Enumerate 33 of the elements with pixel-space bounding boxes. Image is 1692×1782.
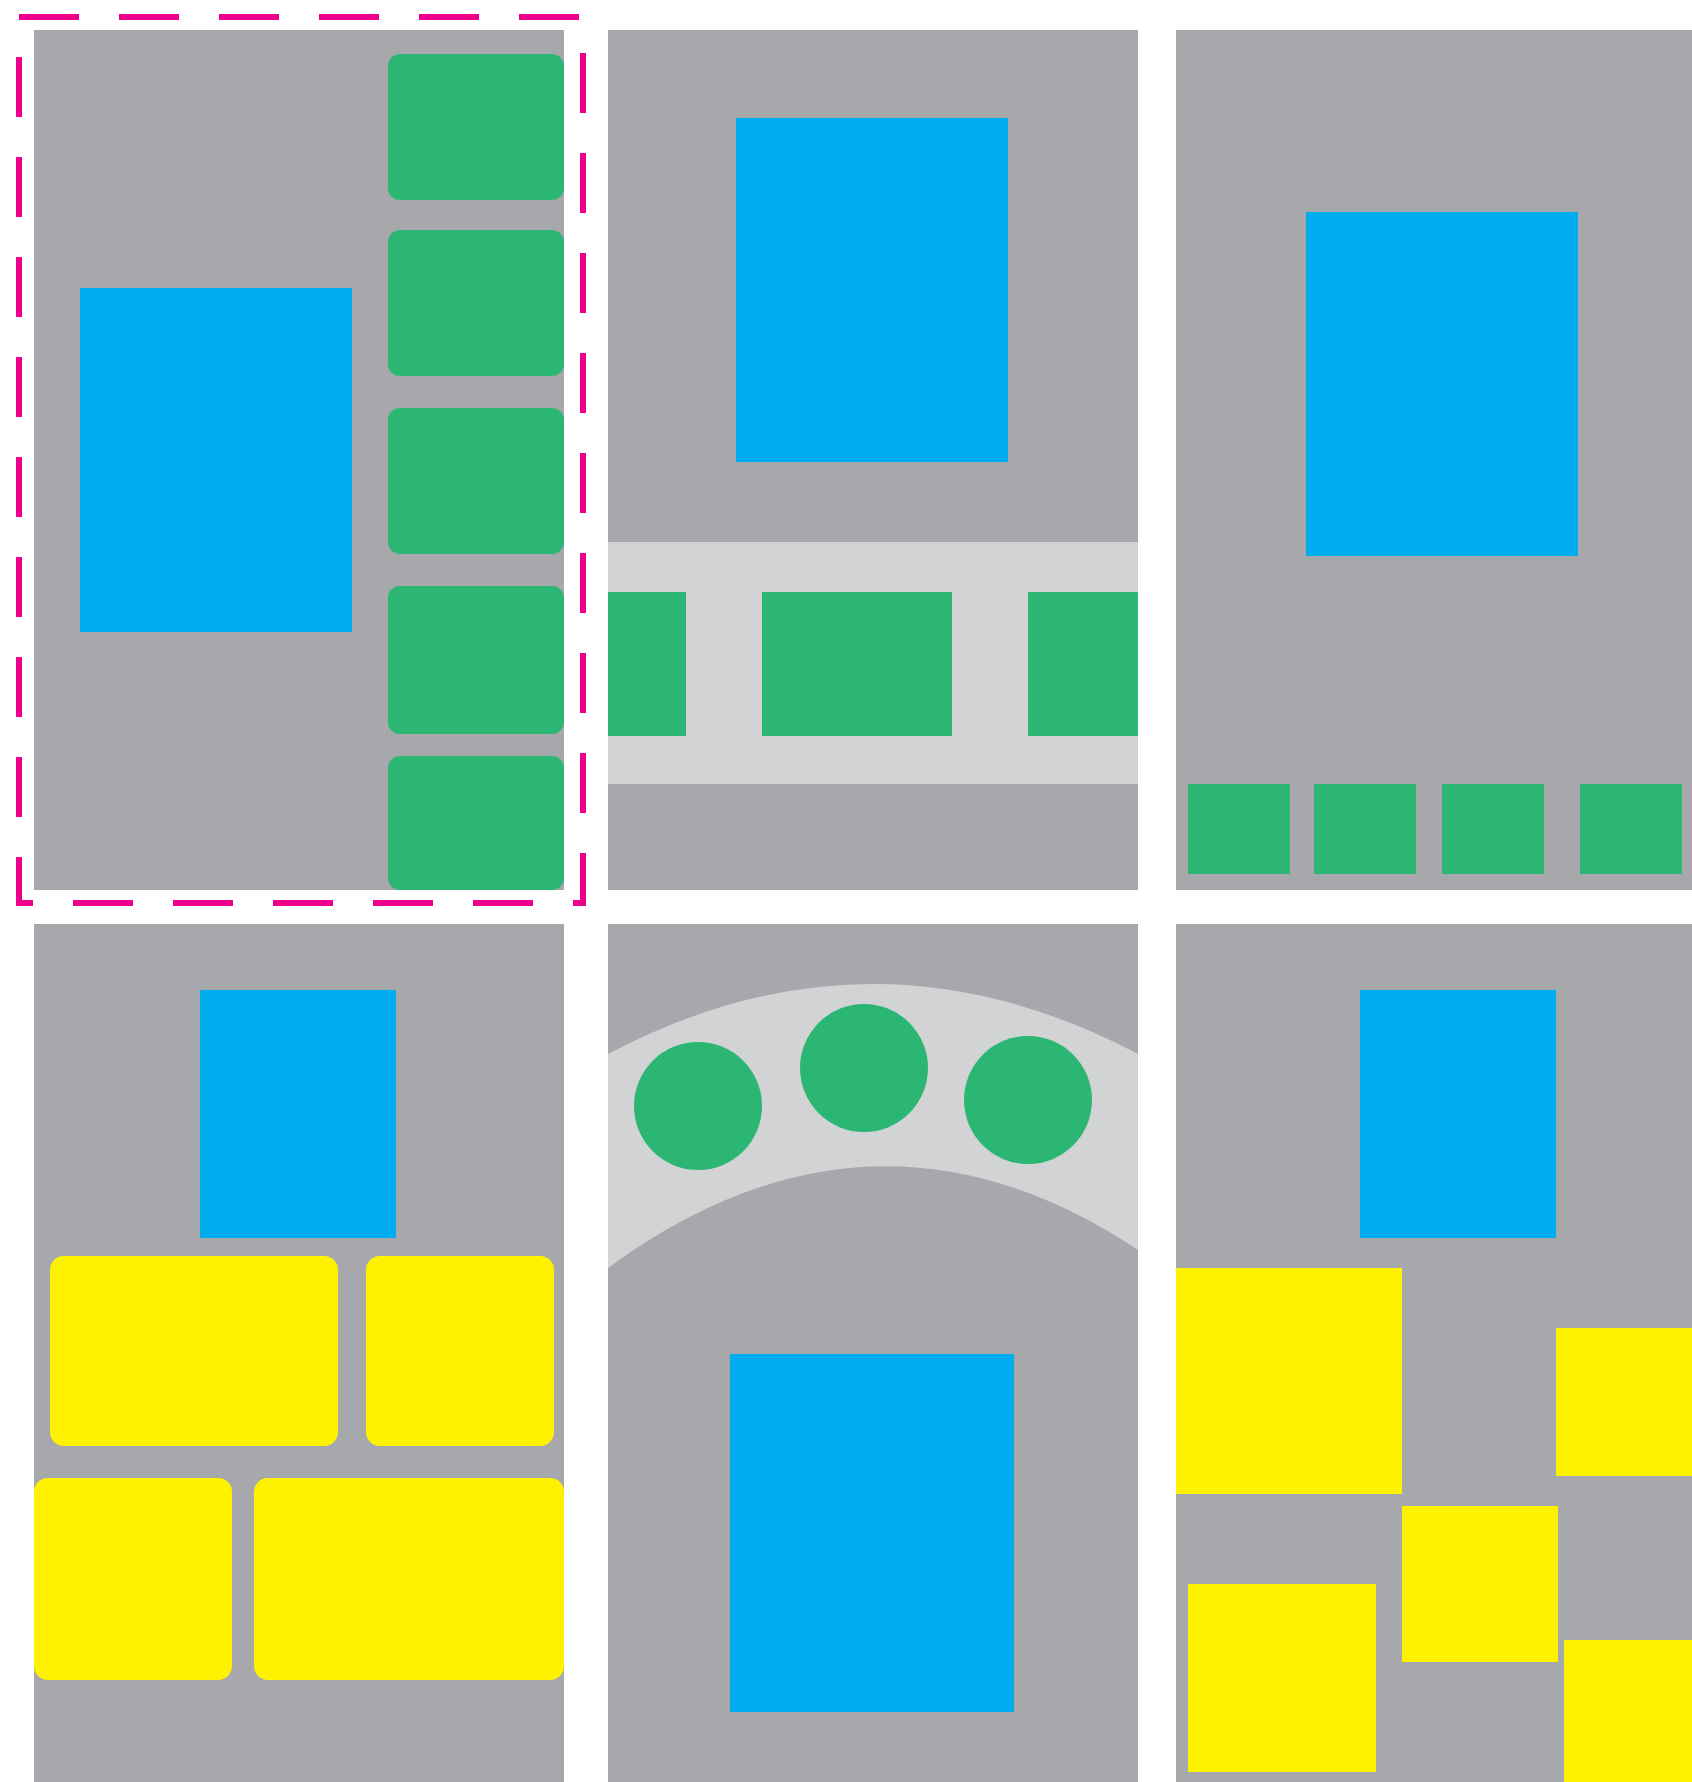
content-block	[736, 118, 1008, 462]
layout-panel	[34, 924, 564, 1782]
tile	[388, 230, 564, 376]
card	[254, 1478, 564, 1680]
strip-band	[608, 542, 1138, 784]
tile	[1188, 784, 1290, 874]
tile	[1442, 784, 1544, 874]
layout-panel	[608, 30, 1138, 890]
tile	[388, 756, 564, 890]
card	[1402, 1506, 1558, 1662]
layout-panel	[608, 924, 1138, 1782]
layout-panel	[1176, 924, 1692, 1782]
card	[1176, 1268, 1402, 1494]
tile	[388, 586, 564, 734]
card	[34, 1478, 232, 1680]
card	[366, 1256, 554, 1446]
content-block	[1306, 212, 1578, 556]
tile	[608, 592, 686, 736]
card	[50, 1256, 338, 1446]
content-block	[80, 288, 352, 632]
card	[1556, 1328, 1692, 1476]
tile	[388, 408, 564, 554]
layout-panel	[1176, 30, 1692, 890]
content-block	[200, 990, 396, 1238]
tile	[388, 54, 564, 200]
tile	[1314, 784, 1416, 874]
tile	[1028, 592, 1138, 736]
tile	[1580, 784, 1682, 874]
content-block	[730, 1354, 1014, 1712]
content-block	[1360, 990, 1556, 1238]
tile	[762, 592, 952, 736]
card	[1564, 1640, 1692, 1782]
card	[1188, 1584, 1376, 1772]
